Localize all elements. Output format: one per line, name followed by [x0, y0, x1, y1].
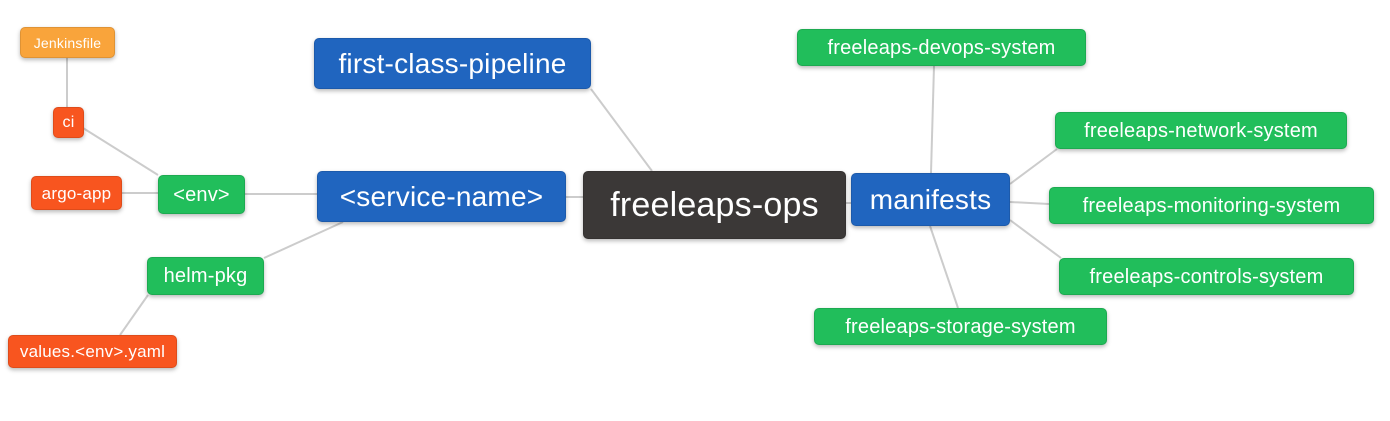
edge-manifests-to-freeleaps-devops-system [930, 65, 935, 174]
node-argo-app[interactable]: argo-app [31, 176, 122, 210]
node-freeleaps-ops[interactable]: freeleaps-ops [583, 171, 846, 239]
node-values-env-yaml[interactable]: values.<env>.yaml [8, 335, 177, 368]
node-first-class-pipeline[interactable]: first-class-pipeline [314, 38, 591, 89]
node-ci[interactable]: ci [53, 107, 84, 138]
edge-manifests-to-freeleaps-network-system [1009, 148, 1058, 185]
edge-ci-to-env [82, 127, 159, 176]
edge-manifests-to-freeleaps-storage-system [929, 225, 959, 309]
node-service-name[interactable]: <service-name> [317, 171, 566, 222]
node-freeleaps-controls-system[interactable]: freeleaps-controls-system [1059, 258, 1354, 295]
edge-first-class-pipeline-to-freeleaps-ops [590, 88, 653, 172]
edge-manifests-to-freeleaps-controls-system [1009, 219, 1062, 259]
edge-manifests-to-freeleaps-monitoring-system [1009, 201, 1050, 205]
node-freeleaps-network-system[interactable]: freeleaps-network-system [1055, 112, 1347, 149]
node-jenkinsfile[interactable]: Jenkinsfile [20, 27, 115, 58]
node-freeleaps-devops-system[interactable]: freeleaps-devops-system [797, 29, 1086, 66]
node-freeleaps-storage-system[interactable]: freeleaps-storage-system [814, 308, 1107, 345]
node-env[interactable]: <env> [158, 175, 245, 214]
edge-helm-pkg-to-service-name [263, 221, 344, 259]
node-freeleaps-monitoring-system[interactable]: freeleaps-monitoring-system [1049, 187, 1374, 224]
node-manifests[interactable]: manifests [851, 173, 1010, 226]
node-helm-pkg[interactable]: helm-pkg [147, 257, 264, 295]
edge-values-env-yaml-to-helm-pkg [119, 294, 149, 336]
